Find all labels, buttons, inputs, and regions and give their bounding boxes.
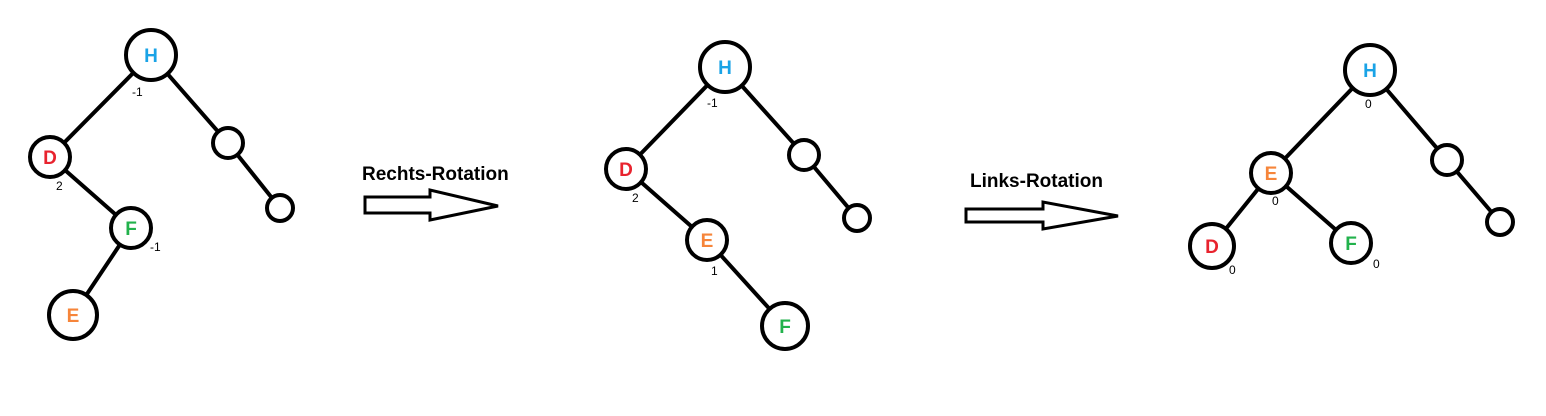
node-circle <box>604 147 648 191</box>
edge-f-e <box>84 242 122 298</box>
edge-d-f <box>63 168 118 217</box>
node-e: E <box>47 289 99 341</box>
balance-factor: -1 <box>150 240 161 254</box>
node-circle <box>47 289 99 341</box>
node-label: D <box>43 148 57 169</box>
node-d: D0 <box>1188 222 1236 277</box>
node-h: H0 <box>1343 43 1397 111</box>
edge-h-d <box>62 70 136 145</box>
node-circle <box>1329 221 1373 265</box>
balance-factor: 2 <box>632 191 639 205</box>
node-circle <box>109 206 153 250</box>
node-f: F -1 <box>109 206 161 254</box>
arrows-layer: Rechts-Rotation Links-Rotation <box>362 164 1119 231</box>
balance-factor: -1 <box>132 85 143 99</box>
node-label: F <box>779 317 791 338</box>
node-circle <box>1188 222 1236 270</box>
balance-factor: 0 <box>1272 194 1279 208</box>
tree-2-edges <box>637 82 851 311</box>
edges-layer <box>62 70 1494 311</box>
node-label: H <box>718 58 732 79</box>
tree-3-edges <box>1223 86 1494 232</box>
node-label: E <box>701 231 714 252</box>
node-circle <box>787 138 821 172</box>
tree-1-edges <box>62 70 274 298</box>
node-f: F0 <box>1329 221 1380 271</box>
node-label: H <box>1363 61 1377 82</box>
edge-h-r <box>1384 86 1440 151</box>
node-label: D <box>619 160 633 181</box>
node-h: H -1 <box>698 40 752 110</box>
node-e: E0 <box>1249 151 1293 208</box>
edge-h-e <box>1282 86 1355 161</box>
node-circle <box>211 126 245 160</box>
node-circle <box>28 135 72 179</box>
arrow-label-rechts-rotation: Rechts-Rotation <box>362 164 509 185</box>
node-circle <box>698 40 752 94</box>
node-d: D2 <box>28 135 72 193</box>
edge-e-d <box>1223 186 1261 231</box>
balance-factor: -1 <box>707 96 718 110</box>
node-circle <box>265 193 295 223</box>
balance-factor: 0 <box>1365 97 1372 111</box>
node-circle <box>685 218 729 262</box>
node-empty <box>1430 143 1464 177</box>
node-circle <box>1430 143 1464 177</box>
node-circle <box>124 28 178 82</box>
node-circle <box>1485 207 1515 237</box>
edge-r-rr <box>1454 169 1494 215</box>
node-circle <box>1343 43 1397 97</box>
node-label: D <box>1205 237 1219 258</box>
node-empty <box>211 126 245 160</box>
node-e: E1 <box>685 218 729 278</box>
right-arrow-icon <box>363 188 499 222</box>
node-label: F <box>1345 234 1357 255</box>
node-empty <box>265 193 295 223</box>
edge-h-r <box>165 71 221 134</box>
node-empty <box>1485 207 1515 237</box>
balance-factor: 1 <box>711 264 718 278</box>
arrow-label-links-rotation: Links-Rotation <box>970 171 1103 192</box>
edge-h-d <box>637 82 710 157</box>
node-label: H <box>144 46 158 67</box>
edge-r-rr <box>811 164 851 211</box>
node-f: F <box>760 301 810 351</box>
node-d: D2 <box>604 147 648 205</box>
edge-e-f <box>1284 184 1338 232</box>
node-label: E <box>67 306 80 327</box>
node-label: E <box>1265 164 1278 185</box>
balance-factor: 0 <box>1229 263 1236 277</box>
rotation-arrow-1: Rechts-Rotation <box>362 164 509 222</box>
edge-r-rr <box>235 152 274 200</box>
node-empty <box>842 203 872 233</box>
balance-factor: 2 <box>56 179 63 193</box>
node-circle <box>760 301 810 351</box>
edge-e-f <box>718 252 772 311</box>
edge-d-e <box>639 180 694 229</box>
edge-h-r <box>739 83 796 146</box>
node-empty <box>787 138 821 172</box>
node-circle <box>842 203 872 233</box>
right-arrow-icon <box>964 200 1119 231</box>
node-label: F <box>125 219 137 240</box>
node-h: H -1 <box>124 28 178 99</box>
rotation-arrow-2: Links-Rotation <box>964 171 1119 231</box>
balance-factor: 0 <box>1373 257 1380 271</box>
node-circle <box>1249 151 1293 195</box>
